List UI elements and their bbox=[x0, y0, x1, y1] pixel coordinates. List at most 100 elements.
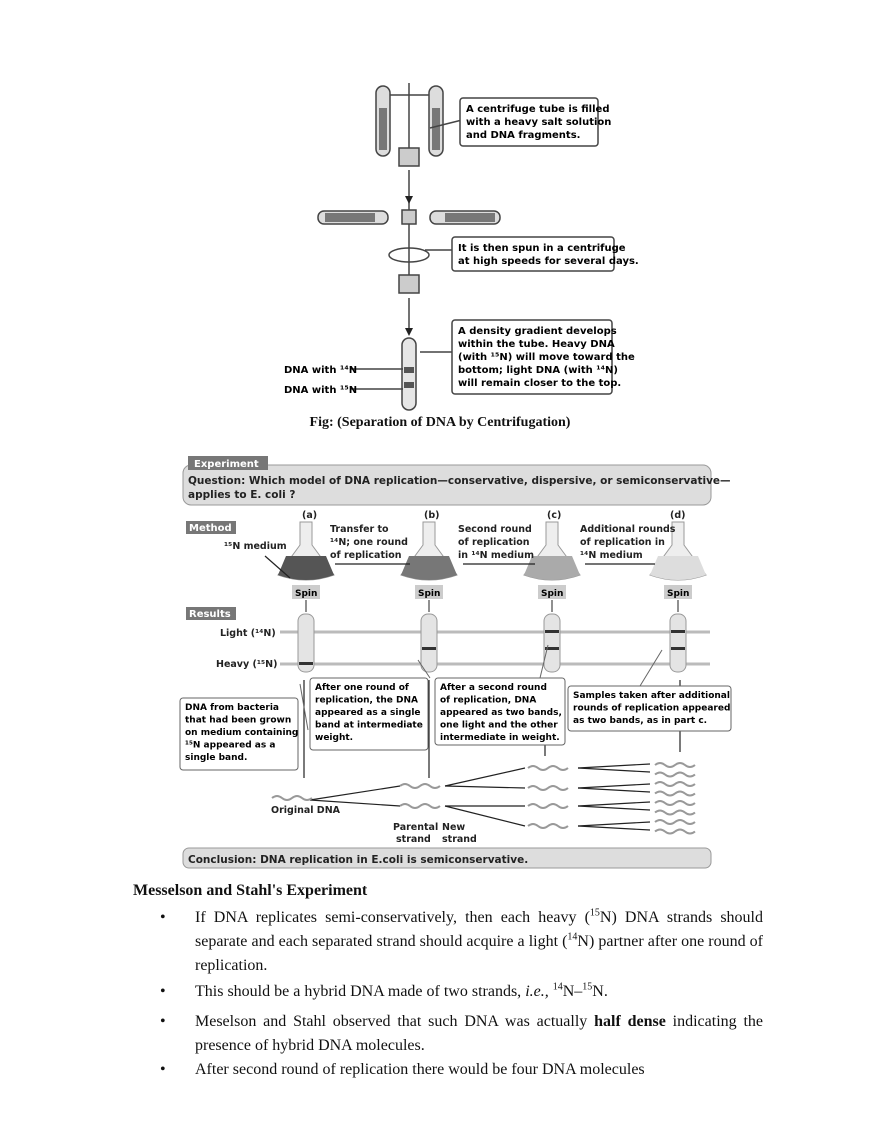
section-heading: Messelson and Stahl's Experiment bbox=[133, 882, 368, 899]
result-note bbox=[179, 697, 299, 771]
box1-line: A centrifuge tube is filled bbox=[466, 104, 609, 115]
bullet-item: •This should be a hybrid DNA made of two… bbox=[160, 980, 763, 1004]
note-line: appeared as two bands, bbox=[440, 708, 562, 718]
light-label: Light (¹⁴N) bbox=[220, 628, 276, 639]
dna-helix-icon bbox=[399, 803, 441, 809]
dna-helix-icon bbox=[654, 762, 696, 768]
step-text: of replication bbox=[330, 550, 402, 561]
note-line: as two bands, as in part c. bbox=[573, 716, 707, 726]
new-strand-label: strand bbox=[442, 834, 477, 845]
centrifuge-tube bbox=[669, 613, 687, 673]
spin-label: Spin bbox=[541, 589, 563, 599]
question-line: applies to E. coli ? bbox=[188, 489, 295, 501]
note-line: After a second round bbox=[440, 683, 547, 693]
dna-helix-icon bbox=[527, 765, 569, 771]
note-line: appeared as a single bbox=[315, 708, 421, 718]
flask-medium bbox=[278, 556, 334, 580]
note-line: replication, the DNA bbox=[315, 696, 418, 706]
flask-label: (c) bbox=[547, 510, 561, 521]
dna-helix-icon bbox=[654, 771, 696, 778]
box2-line: at high speeds for several days. bbox=[458, 256, 639, 267]
original-dna-label: Original DNA bbox=[271, 805, 341, 816]
note-line: band at intermediate bbox=[315, 721, 423, 731]
bullet: • bbox=[160, 909, 166, 926]
bullet-item: •If DNA replicates semi-conservatively, … bbox=[160, 907, 763, 974]
box1-line: with a heavy salt solution bbox=[466, 117, 611, 128]
note-line: ¹⁵N appeared as a bbox=[185, 741, 275, 751]
dna-helix-icon bbox=[527, 785, 569, 791]
box3-line: bottom; light DNA (with ¹⁴N) bbox=[458, 365, 618, 376]
step-text: ¹⁴N medium bbox=[580, 550, 643, 561]
results-label: Results bbox=[189, 609, 231, 620]
label-14n: DNA with ¹⁴N bbox=[284, 365, 357, 376]
dna-band bbox=[299, 662, 313, 665]
step-text: Additional rounds bbox=[580, 524, 676, 535]
note-line: After one round of bbox=[315, 683, 409, 693]
step-text: of replication bbox=[458, 537, 530, 548]
parental-label: Parental bbox=[393, 822, 438, 833]
flask-label: (a) bbox=[302, 510, 317, 521]
centrifuge-tube bbox=[297, 613, 315, 673]
box3-line: A density gradient develops bbox=[458, 326, 617, 337]
dna-helix-icon bbox=[527, 823, 569, 829]
method-label: Method bbox=[189, 523, 232, 534]
dna-helix-icon bbox=[527, 803, 569, 809]
question-line: Question: Which model of DNA replication… bbox=[188, 475, 731, 487]
note-line: of replication, DNA bbox=[440, 696, 536, 706]
flask-medium bbox=[524, 556, 580, 580]
centrifuge-tube bbox=[420, 613, 438, 673]
figure-caption: Fig: (Separation of DNA by Centrifugatio… bbox=[309, 415, 571, 430]
flask-medium bbox=[650, 556, 706, 580]
note-line: rounds of replication appeared bbox=[573, 704, 730, 714]
dna-helix-icon bbox=[654, 819, 696, 825]
result-note bbox=[309, 677, 429, 751]
dna-helix-icon bbox=[654, 790, 696, 797]
bullet-item: •After second round of replication there… bbox=[160, 1058, 763, 1082]
dna-band bbox=[422, 647, 436, 650]
step-text: Transfer to bbox=[330, 524, 389, 535]
dna-helix-icon bbox=[399, 783, 441, 789]
step-text: of replication in bbox=[580, 537, 665, 548]
dna-band bbox=[545, 630, 559, 633]
dna-helix-icon bbox=[654, 781, 696, 787]
box3-line: will remain closer to the top. bbox=[458, 378, 621, 389]
box3-line: within the tube. Heavy DNA bbox=[458, 339, 615, 350]
bullet: • bbox=[160, 983, 166, 1000]
step-text: Second round bbox=[458, 524, 532, 535]
spin-label: Spin bbox=[418, 589, 440, 599]
step-text: in ¹⁴N medium bbox=[458, 550, 534, 561]
spin-label: Spin bbox=[295, 589, 317, 599]
centrifugation-figure: A centrifuge tube is filled with a heavy… bbox=[284, 83, 639, 411]
note-line: one light and the other bbox=[440, 721, 558, 731]
step-text: ¹⁴N; one round bbox=[330, 537, 408, 548]
note-line: intermediate in weight. bbox=[440, 733, 560, 743]
flask-label: (d) bbox=[670, 510, 685, 521]
note-line: DNA from bacteria bbox=[185, 703, 279, 713]
dna-helix-icon bbox=[654, 800, 696, 806]
meselson-stahl-figure: Experiment Method Results Question: Whic… bbox=[179, 456, 732, 869]
bullet: • bbox=[160, 1061, 166, 1078]
bullet: • bbox=[160, 1013, 166, 1030]
result-note bbox=[567, 685, 732, 732]
heavy-label: Heavy (¹⁵N) bbox=[216, 659, 277, 670]
box3-line: (with ¹⁵N) will move toward the bbox=[458, 352, 635, 363]
conclusion: Conclusion: DNA replication in E.coli is… bbox=[188, 854, 528, 866]
note-line: single band. bbox=[185, 753, 247, 763]
experiment-label: Experiment bbox=[194, 459, 259, 470]
note-line: weight. bbox=[315, 733, 353, 743]
spin-box bbox=[292, 585, 320, 599]
centrifuge-tube bbox=[543, 613, 561, 673]
spin-box bbox=[664, 585, 692, 599]
note-line: on medium containing bbox=[185, 728, 298, 738]
dna-band bbox=[671, 647, 685, 650]
dna-helix-icon bbox=[654, 809, 696, 816]
spin-label: Spin bbox=[667, 589, 689, 599]
dna-helix-icon bbox=[271, 795, 313, 801]
result-note bbox=[434, 677, 566, 746]
parental-label: strand bbox=[396, 834, 431, 845]
dna-helix-icon bbox=[654, 828, 696, 835]
new-strand-label: New bbox=[442, 822, 465, 833]
label-15n: DNA with ¹⁵N bbox=[284, 385, 357, 396]
box1-line: and DNA fragments. bbox=[466, 130, 580, 141]
